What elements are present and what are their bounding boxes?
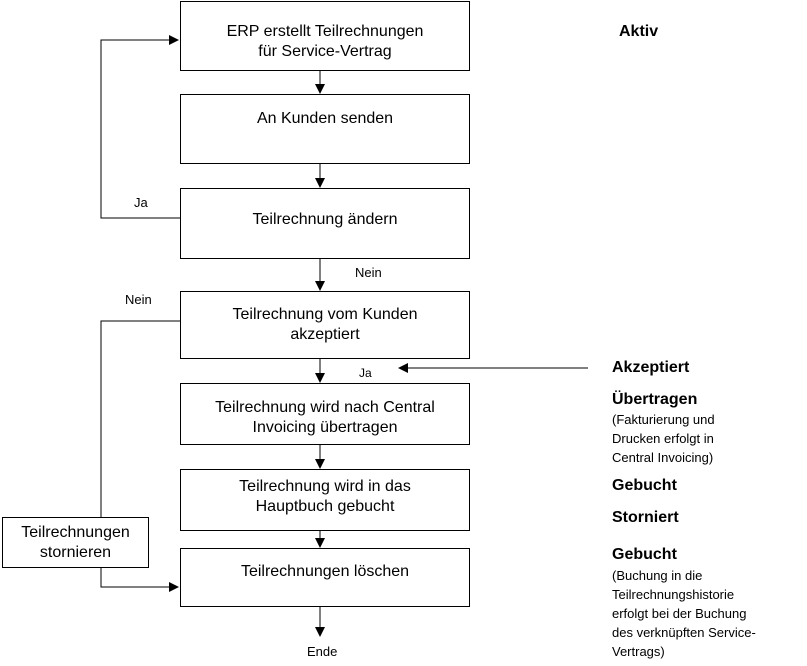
box-teilrechnung-aendern: Teilrechnung ändern [180, 188, 470, 259]
status-gebucht-loeschen: Gebucht [612, 546, 677, 563]
box-akzeptiert-text: Teilrechnung vom Kunden akzeptiert [232, 306, 418, 343]
box-teilrechnungen-loeschen: Teilrechnungen löschen [180, 548, 470, 607]
status-uebertragen-note: (Fakturierung und Drucken erfolgt in Cen… [612, 412, 715, 465]
status-uebertragen: Übertragen [612, 391, 698, 408]
status-akzeptiert: Akzeptiert [612, 359, 690, 376]
label-nein-aendern: Nein [355, 265, 382, 280]
box-stornieren-text: Teilrechnungen stornieren [21, 524, 130, 561]
box-hauptbuch-gebucht: Teilrechnung wird in das Hauptbuch gebuc… [180, 469, 470, 531]
status-gebucht-note: (Buchung in die Teilrechnungshistorie er… [612, 568, 756, 659]
box-vom-kunden-akzeptiert: Teilrechnung vom Kunden akzeptiert [180, 291, 470, 359]
box-erp-line: ERP erstellt Teilrechnungen für Service-… [226, 23, 424, 60]
box-erp-erstellt: ERP erstellt Teilrechnungen für Service-… [180, 1, 470, 71]
arrow-ja-loop [100, 35, 180, 219]
box-senden-text: An Kunden senden [256, 110, 394, 127]
box-nach-central-invoicing: Teilrechnung wird nach Central Invoicing… [180, 383, 470, 445]
box-teilrechnungen-stornieren: Teilrechnungen stornieren [2, 517, 149, 568]
box-aendern-text: Teilrechnung ändern [252, 211, 398, 228]
label-ja-loop: Ja [134, 195, 148, 210]
arrow-stornieren-to-loeschen [100, 568, 179, 592]
box-hauptbuch-text: Teilrechnung wird in das Hauptbuch gebuc… [239, 478, 411, 515]
label-ende: Ende [307, 644, 338, 659]
box-an-kunden-senden: An Kunden senden [180, 94, 470, 164]
box-loeschen-text: Teilrechnungen löschen [240, 563, 410, 580]
connector-nein-to-stornieren [100, 320, 180, 517]
status-gebucht-hauptbuch: Gebucht [612, 477, 677, 494]
box-uebertragen-text: Teilrechnung wird nach Central Invoicing… [215, 399, 435, 436]
label-ja-akzeptiert: Ja [359, 366, 372, 380]
status-storniert: Storniert [612, 509, 679, 526]
status-aktiv: Aktiv [619, 23, 659, 40]
label-nein-akzeptiert: Nein [125, 292, 152, 307]
